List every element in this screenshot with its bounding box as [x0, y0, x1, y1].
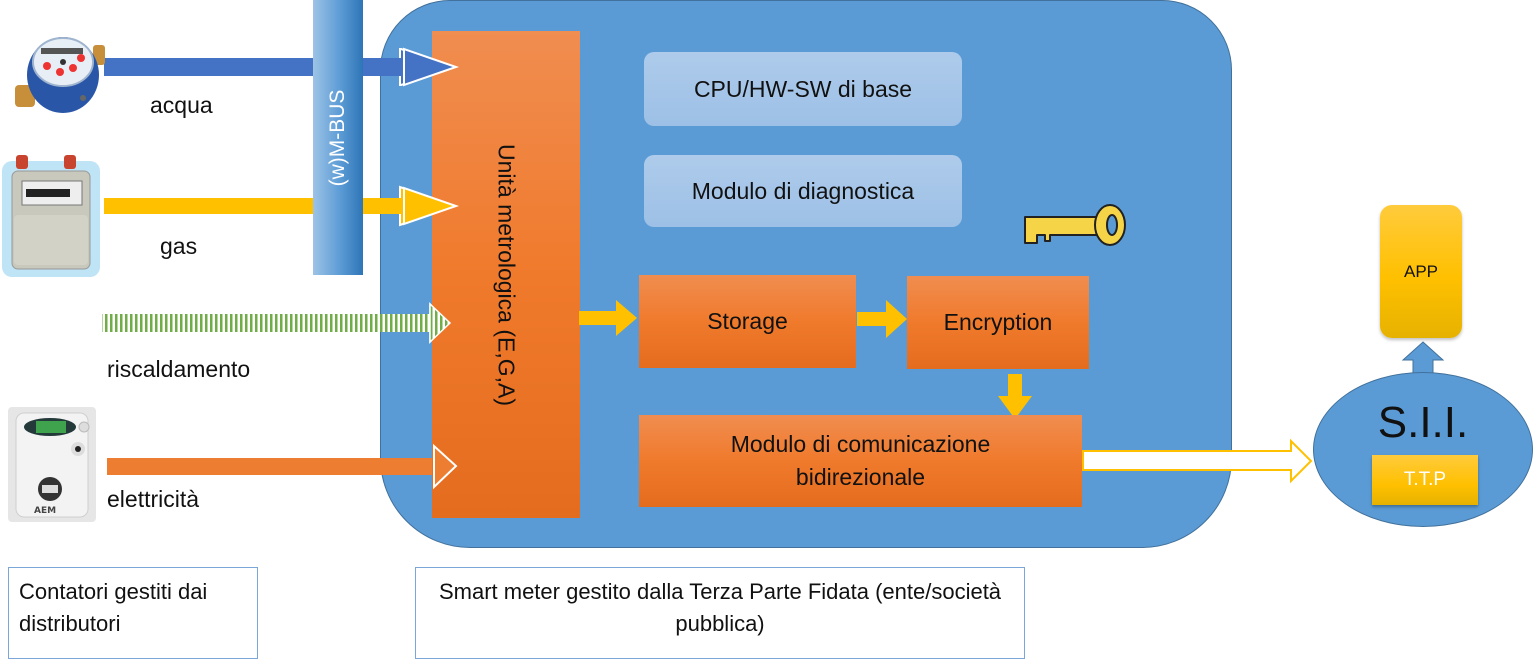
water-arrow-head	[403, 47, 460, 87]
diagnostics-module: Modulo di diagnostica	[644, 155, 962, 227]
metrology-unit-box: Unità metrologica (E,G,A)	[432, 31, 580, 518]
storage-to-encryption-arrow	[857, 300, 907, 338]
ttp-box: T.T.P	[1372, 455, 1478, 505]
heating-arrow-head	[429, 302, 452, 344]
key-icon	[1024, 204, 1126, 246]
communication-module: Modulo di comunicazione bidirezionale	[639, 415, 1082, 507]
cpu-module-label: CPU/HW-SW di base	[693, 75, 913, 102]
sii-to-app-arrow	[1401, 341, 1445, 380]
electric-meter-icon: AEM	[8, 407, 96, 522]
water-meter-icon	[15, 37, 105, 113]
app-label: APP	[1403, 261, 1439, 281]
ttp-label: T.T.P	[1403, 469, 1447, 490]
encryption-to-communication-arrow	[998, 374, 1032, 419]
diagnostics-module-label: Modulo di diagnostica	[691, 177, 915, 204]
mbus-bar: (w)M-BUS	[313, 0, 363, 275]
distributors-caption-line2: distributori	[19, 610, 121, 636]
smart-meter-caption-line2: pubblica)	[675, 610, 765, 636]
communication-to-sii-arrow	[1082, 438, 1313, 484]
smart-meter-caption: Smart meter gestito dalla Terza Parte Fi…	[415, 567, 1025, 659]
cpu-module: CPU/HW-SW di base	[644, 52, 962, 126]
storage-module: Storage	[639, 275, 856, 368]
smart-meter-caption-line1: Smart meter gestito dalla Terza Parte Fi…	[438, 579, 1002, 604]
gas-arrow-head	[403, 186, 460, 226]
sii-title: S.I.I.	[1377, 398, 1469, 447]
gas-meter-icon	[2, 155, 100, 277]
electricity-arrow-head	[433, 443, 458, 490]
input-label-electricity: elettricità	[107, 486, 200, 512]
communication-label-line1: Modulo di comunicazione	[730, 430, 991, 457]
distributors-caption: Contatori gestiti dai distributori	[8, 567, 258, 659]
input-label-water: acqua	[150, 92, 213, 118]
app-box: APP	[1380, 205, 1462, 338]
input-label-gas: gas	[160, 233, 198, 259]
svg-text:AEM: AEM	[34, 506, 56, 516]
encryption-label: Encryption	[943, 308, 1053, 335]
encryption-module: Encryption	[907, 276, 1089, 369]
distributors-caption-line1: Contatori gestiti dai	[19, 579, 208, 604]
unit-to-storage-arrow	[579, 300, 637, 336]
storage-label: Storage	[707, 307, 788, 334]
input-label-heating: riscaldamento	[107, 356, 251, 382]
communication-label-line2: bidirezionale	[795, 464, 926, 490]
